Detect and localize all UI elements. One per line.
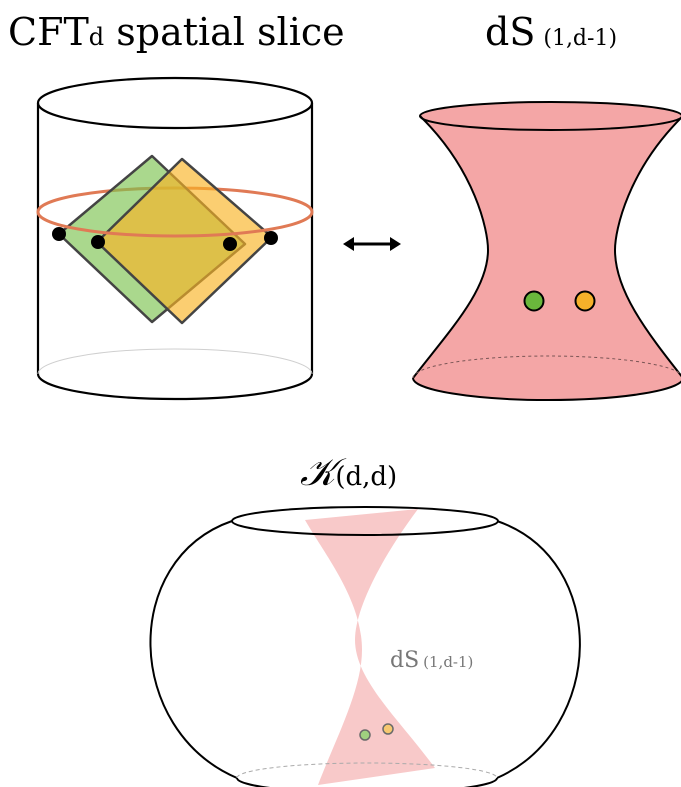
green-embedded-point	[359, 729, 371, 741]
spatial-slice-ring-front	[36, 211, 314, 238]
ds-bottom-front	[412, 377, 681, 401]
ds-left-boundary	[412, 115, 490, 379]
bowl-top-rim	[231, 506, 499, 536]
kinematic-space-title: 𝒦(d,d)	[300, 450, 397, 494]
ds-panel: dS(1,d-1)	[412, 10, 681, 401]
interval-endpoint	[91, 235, 105, 249]
cft-title: CFTd spatial slice	[8, 10, 345, 54]
orange-embedded-point	[382, 723, 394, 735]
bowl-bottom-front	[236, 777, 498, 787]
green-bulk-point	[523, 290, 545, 312]
ds-bottom-back	[412, 355, 681, 379]
bowl-right-side	[496, 520, 581, 779]
cylinder-bottom-front	[36, 373, 314, 401]
ds-title: dS(1,d-1)	[485, 10, 617, 54]
embedded-ds-label: dS(1,d-1)	[390, 648, 473, 673]
cylinder-bottom-back	[37, 348, 313, 375]
bowl-bottom-back	[236, 762, 498, 779]
ds-right-boundary	[613, 116, 681, 378]
orange-bulk-point	[574, 290, 596, 312]
ds-top-rim	[419, 101, 681, 131]
ds-hyperboloid-surface	[413, 101, 681, 400]
interval-endpoint	[223, 237, 237, 251]
cft-panel: CFTd spatial slice	[8, 10, 345, 401]
embedded-ds-sheet	[305, 509, 435, 785]
kinematic-space-panel: 𝒦(d,d) dS(1,d-1)	[149, 450, 581, 787]
interval-endpoint	[264, 231, 278, 245]
interval-endpoint	[52, 227, 66, 241]
correspondence-arrow	[343, 237, 401, 251]
bowl-left-side	[149, 520, 238, 779]
cylinder-top-rim	[36, 76, 314, 130]
